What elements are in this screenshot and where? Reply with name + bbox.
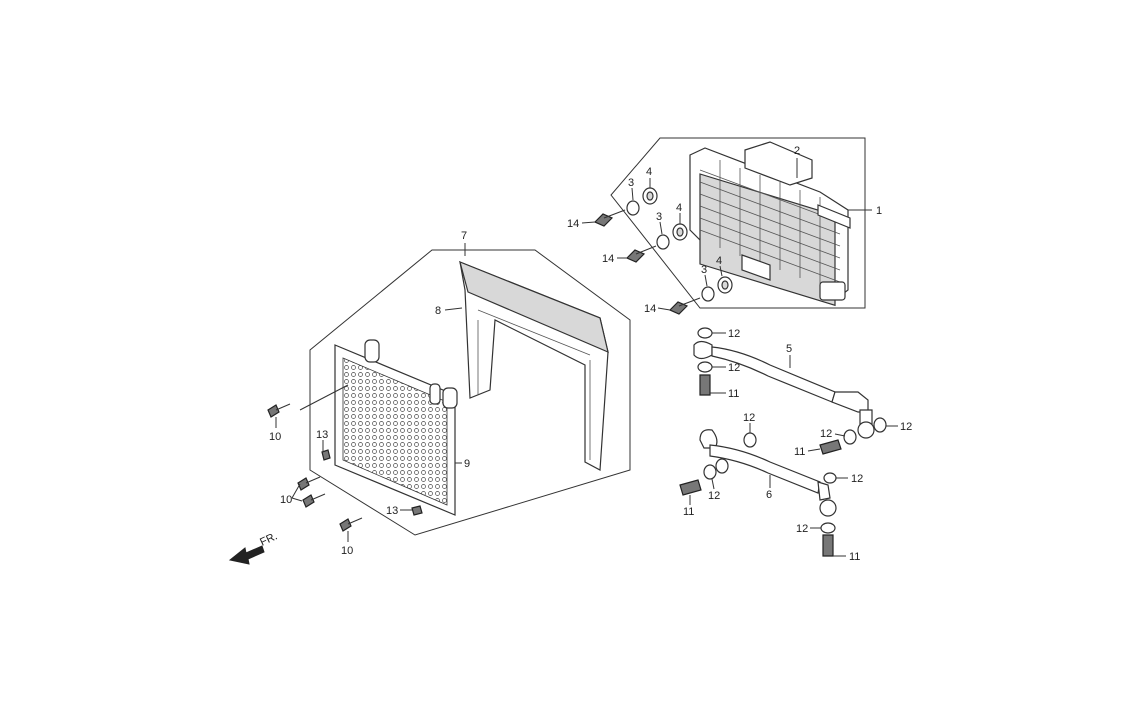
callout-2: 2	[794, 145, 800, 157]
callout-4: 4	[646, 166, 652, 178]
callout-12: 12	[728, 362, 740, 374]
callout-9: 9	[464, 458, 470, 470]
shroud-group-outline	[309, 249, 631, 536]
callout-12: 12	[851, 473, 863, 485]
fastener-set-top	[593, 187, 658, 227]
callout-10: 10	[280, 494, 292, 506]
callout-11: 11	[794, 446, 805, 458]
callout-8: 8	[435, 305, 441, 317]
front-arrow-icon	[228, 545, 265, 565]
callout-12: 12	[900, 421, 912, 433]
callout-14: 14	[644, 303, 656, 315]
callout-6: 6	[766, 489, 772, 501]
grille-bolts	[267, 403, 423, 532]
grille	[334, 339, 458, 516]
shroud	[459, 260, 609, 471]
callout-3: 3	[701, 264, 707, 276]
front-direction-indicator: FR.	[228, 530, 279, 565]
callout-11: 11	[849, 551, 860, 563]
callout-10: 10	[341, 545, 353, 557]
callout-10: 10	[269, 431, 281, 443]
leaders-upper	[581, 158, 872, 311]
callout-12: 12	[796, 523, 808, 535]
callout-labels: 1 2 3 4 3 4 3 4 14 14 14 7 8 9 10 10 10 …	[269, 145, 912, 563]
callout-14: 14	[602, 253, 614, 265]
oil-hose-lower	[679, 429, 837, 557]
callout-13: 13	[316, 429, 328, 441]
callout-12: 12	[708, 490, 720, 502]
leaders-shroud	[275, 243, 466, 542]
callout-3: 3	[628, 177, 634, 189]
callout-3: 3	[656, 211, 662, 223]
callout-11: 11	[728, 388, 739, 400]
oil-cooler	[689, 141, 851, 307]
oil-hose-upper	[693, 327, 887, 455]
callout-1: 1	[876, 205, 882, 217]
callout-7: 7	[461, 230, 467, 242]
front-label: FR.	[258, 530, 279, 548]
callout-12: 12	[820, 428, 832, 440]
fastener-set-mid	[625, 223, 688, 263]
leaders-hoses	[689, 332, 898, 557]
callout-12: 12	[743, 412, 755, 424]
callout-4: 4	[676, 202, 682, 214]
callout-11: 11	[683, 506, 694, 518]
callout-5: 5	[786, 343, 792, 355]
callout-4: 4	[716, 255, 722, 267]
callout-12: 12	[728, 328, 740, 340]
callout-13: 13	[386, 505, 398, 517]
oil-cooler-group-outline	[610, 137, 866, 309]
fastener-set-bottom	[668, 276, 733, 315]
callout-14: 14	[567, 218, 579, 230]
